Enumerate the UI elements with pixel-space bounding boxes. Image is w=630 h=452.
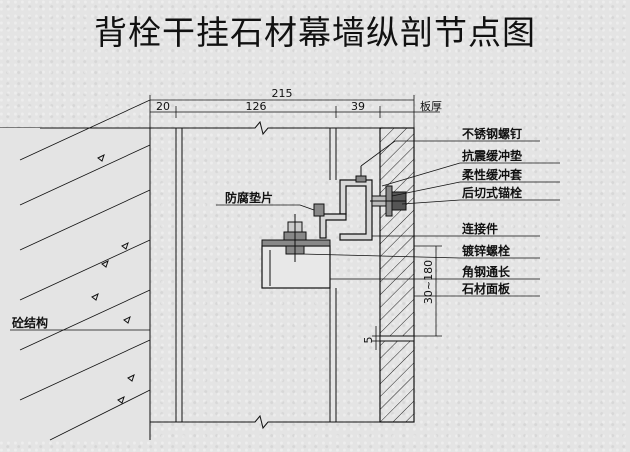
label-seismic-pad: 抗震缓冲垫 <box>462 148 522 163</box>
callout-labels: 不锈钢螺钉 抗震缓冲垫 柔性缓冲套 后切式锚栓 防腐垫片 连接件 镀锌螺栓 角钢… <box>12 126 523 330</box>
undercut-anchor <box>370 185 407 217</box>
label-undercut-anchor: 后切式锚栓 <box>462 185 522 200</box>
label-connector: 连接件 <box>462 221 498 236</box>
label-stone-panel: 石材面板 <box>461 281 511 296</box>
concrete-structure <box>0 99 151 441</box>
label-angle-steel: 角钢通长 <box>462 264 511 279</box>
leader-lines <box>10 140 560 331</box>
label-galvanized-bolt: 镀锌螺栓 <box>462 243 510 258</box>
galvanized-bolt <box>283 214 307 262</box>
cavity-lines <box>150 120 380 430</box>
dim-gap: 5 <box>362 337 375 344</box>
dim-right: 39 <box>351 100 365 113</box>
connector-bracket <box>313 166 373 241</box>
dim-mid: 126 <box>246 100 267 113</box>
dim-total: 215 <box>272 87 293 100</box>
dimension-lines: 215 20 126 39 板厚 30~180 5 <box>149 87 442 350</box>
label-concrete: 砼结构 <box>12 315 48 330</box>
label-stainless-screw: 不锈钢螺钉 <box>462 126 522 141</box>
label-flexible-sleeve: 柔性缓冲套 <box>461 167 523 182</box>
label-anticorrosion-pad: 防腐垫片 <box>225 190 273 205</box>
dim-left: 20 <box>156 100 170 113</box>
stone-panel <box>379 127 415 423</box>
dim-range: 30~180 <box>422 260 435 304</box>
diagram-title: 背栓干挂石材幕墙纵剖节点图 <box>94 13 536 52</box>
dim-board-thickness: 板厚 <box>420 99 442 113</box>
